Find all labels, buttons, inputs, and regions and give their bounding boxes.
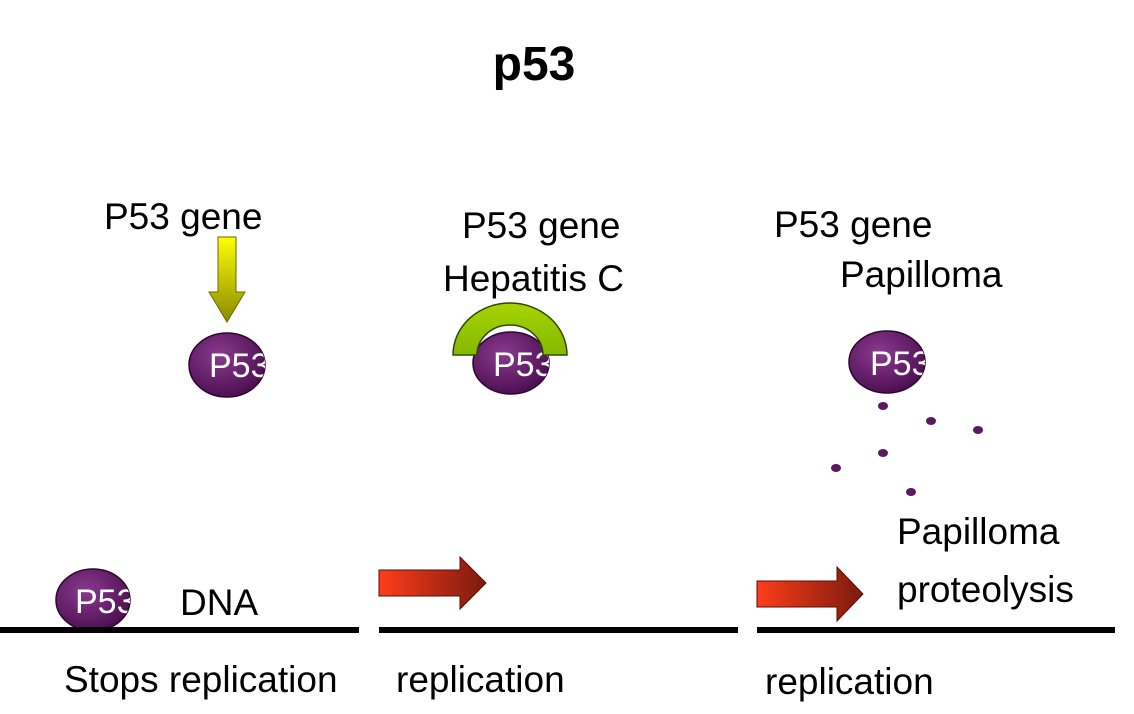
hepatitis-c-binding-cap <box>452 302 568 356</box>
p53-bound-to-dna: P53 <box>55 568 136 632</box>
effect-label-line1: Papilloma <box>897 511 1060 552</box>
panel-papilloma: P53 gene Papilloma P53 Papilloma proteol… <box>756 204 1115 702</box>
p53-protein-label: P53 <box>209 347 270 385</box>
fragment-dot <box>973 426 983 434</box>
dna-label: DNA <box>180 582 258 623</box>
p53-protein-bubble: P53 <box>472 331 554 395</box>
panel3-outcome-label: replication <box>765 661 934 702</box>
gene-expression-arrow <box>208 236 246 323</box>
p53-protein-label: P53 <box>870 345 931 383</box>
fragment-dot <box>926 417 936 425</box>
panel3-gene-label: P53 gene <box>774 204 932 245</box>
effect-label-line2: proteolysis <box>897 569 1074 610</box>
fragment-dot <box>878 449 888 457</box>
replication-arrow <box>756 565 864 623</box>
replication-arrow <box>378 555 487 611</box>
panel-hepatitis-c: P53 gene Hepatitis C P53 replication <box>378 205 738 700</box>
p53-protein-bubble: P53 <box>188 332 270 398</box>
fragment-dot <box>906 488 916 496</box>
protein-fragments <box>831 402 983 496</box>
dna-strand-3 <box>757 627 1115 633</box>
diagram-title: p53 <box>493 38 576 91</box>
dna-strand-1 <box>0 627 359 633</box>
panel-normal: P53 gene P53 P53 DNA Stops replication <box>0 196 359 700</box>
panel2-gene-label: P53 gene <box>462 205 620 246</box>
dna-strand-2 <box>379 627 738 633</box>
panel3-virus-label: Papilloma <box>840 254 1003 295</box>
panel1-outcome-label: Stops replication <box>64 659 338 700</box>
panel2-outcome-label: replication <box>396 659 565 700</box>
panel2-virus-label: Hepatitis C <box>443 258 624 299</box>
fragment-dot <box>878 402 888 410</box>
p53-bound-label: P53 <box>75 583 136 621</box>
fragment-dot <box>831 464 841 472</box>
p53-protein-bubble: P53 <box>848 330 931 394</box>
panel1-gene-label: P53 gene <box>104 196 262 237</box>
p53-protein-label: P53 <box>493 346 554 384</box>
